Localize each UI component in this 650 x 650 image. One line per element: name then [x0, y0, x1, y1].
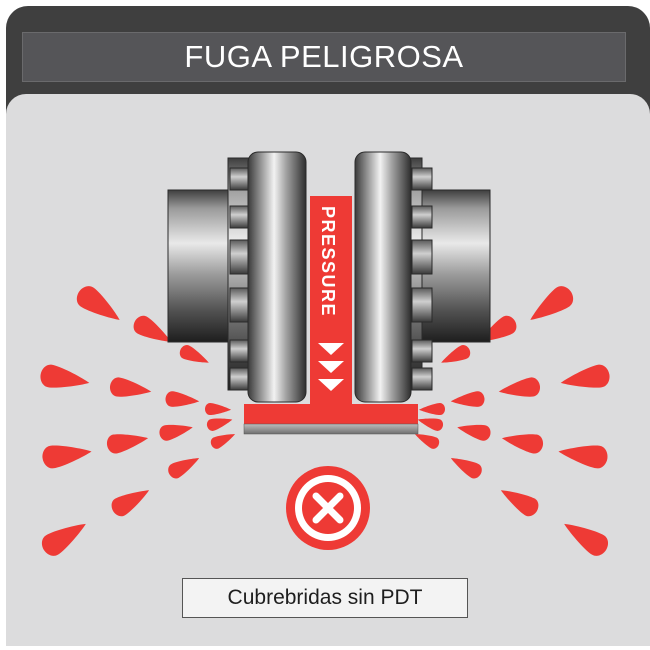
droplet-icon	[37, 514, 92, 560]
droplet-icon	[558, 363, 612, 395]
x-circle-icon	[286, 466, 370, 550]
droplet-icon	[523, 282, 578, 330]
right-flange	[354, 151, 491, 403]
droplet-icon	[164, 390, 200, 410]
pressure-label: PRESSURE	[318, 206, 338, 317]
droplet-icon	[447, 451, 485, 481]
left-flange	[167, 151, 307, 403]
caption-text: Cubrebridas sin PDT	[227, 586, 423, 609]
droplet-icon	[418, 402, 446, 416]
triangle-down-icon	[318, 379, 344, 391]
droplet-icon	[455, 419, 492, 442]
droplet-icon	[38, 363, 92, 395]
title-bar: FUGA PELIGROSA	[22, 32, 626, 82]
droplet-icon	[105, 428, 150, 455]
droplet-icon	[556, 440, 609, 470]
droplet-icon	[558, 514, 613, 560]
droplet-icon	[158, 419, 195, 442]
droplet-icon	[500, 428, 545, 455]
droplet-icon	[438, 342, 473, 370]
triangle-down-icon	[318, 343, 344, 355]
droplet-icon	[497, 376, 542, 402]
droplet-icon	[496, 481, 542, 520]
droplet-icon	[72, 282, 127, 330]
droplet-icon	[450, 390, 486, 410]
droplet-icon	[205, 413, 234, 433]
caption-box: Cubrebridas sin PDT	[182, 578, 468, 618]
droplet-icon	[208, 428, 238, 451]
triangle-down-icon	[318, 361, 344, 373]
pressure-channel: PRESSURE	[243, 196, 419, 435]
droplet-icon	[177, 342, 212, 370]
droplet-icon	[41, 440, 94, 470]
droplet-icon	[204, 402, 232, 416]
droplet-icon	[108, 376, 153, 402]
warning-card: FUGA PELIGROSA	[6, 6, 650, 646]
droplet-icon	[108, 481, 154, 520]
droplet-icon	[416, 413, 445, 433]
droplet-icon	[165, 451, 203, 481]
page-title: FUGA PELIGROSA	[184, 39, 464, 74]
